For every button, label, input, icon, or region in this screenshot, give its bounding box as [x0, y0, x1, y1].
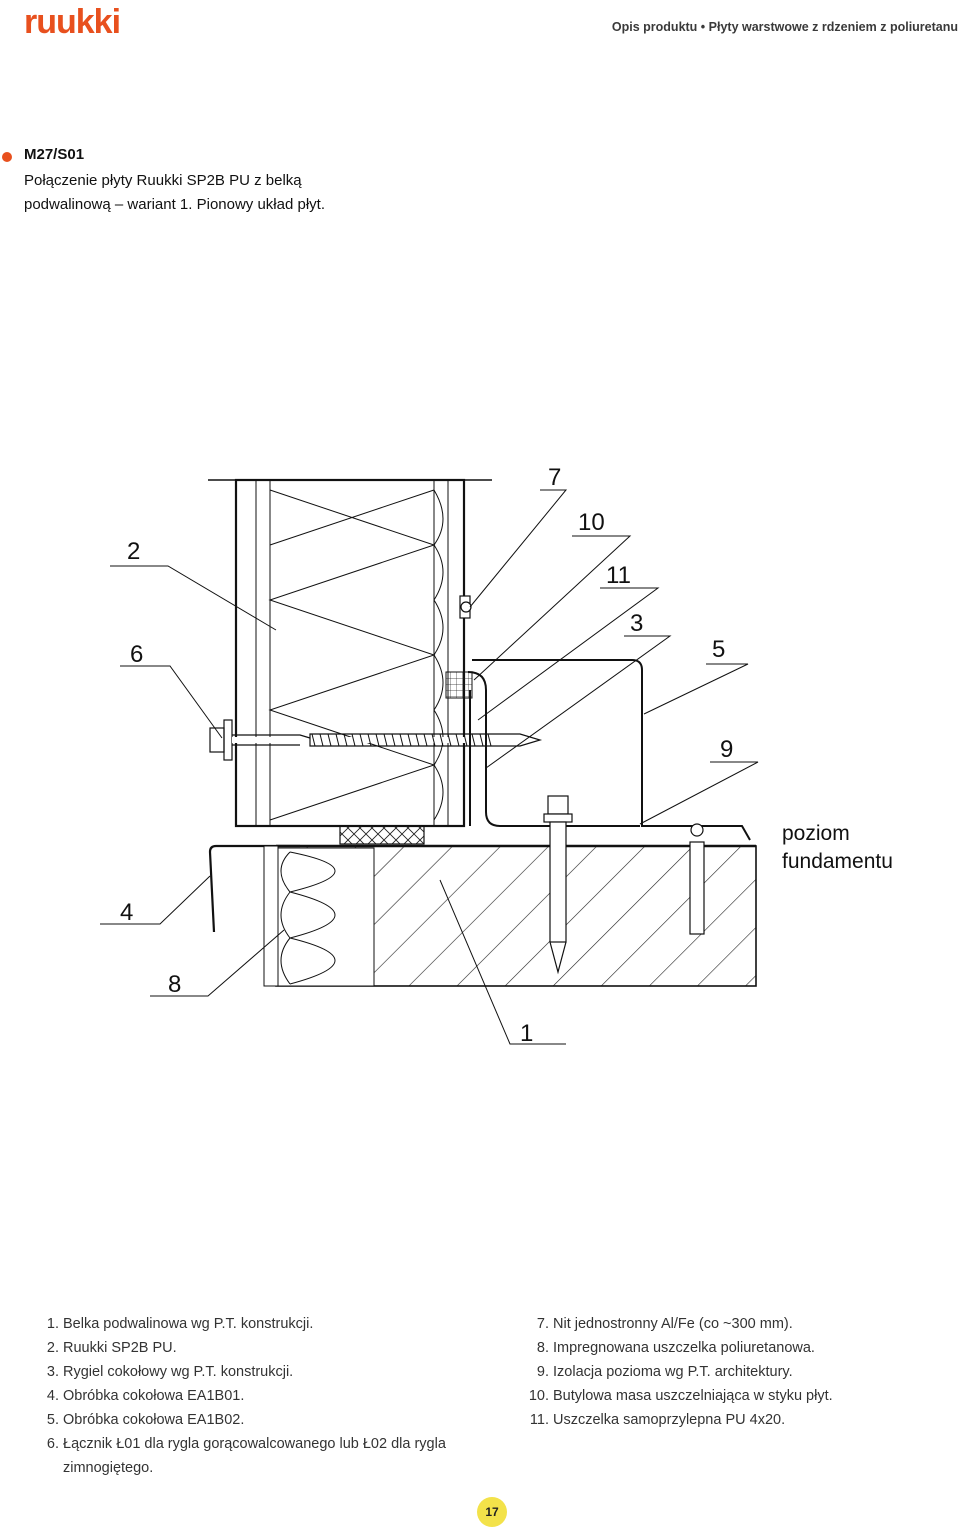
callout-1: 1	[520, 1020, 533, 1047]
butyl-sealant	[445, 671, 473, 699]
plug-anchor	[689, 823, 705, 935]
rivet	[459, 595, 472, 619]
base-rail	[467, 671, 640, 827]
level-label-line-1: poziom	[782, 822, 850, 845]
callout-9: 9	[720, 736, 733, 763]
callout-10: 10	[578, 509, 605, 536]
svg-text:ruukki: ruukki	[24, 6, 120, 38]
legend-item: 8.Impregnowana uszczelka poliuretanowa.	[536, 1340, 815, 1356]
callout-4: 4	[120, 899, 133, 926]
callout-3: 3	[630, 610, 643, 637]
legend-item: 3.Rygiel cokołowy wg P.T. konstrukcji.	[46, 1364, 294, 1380]
leader-lines	[100, 489, 759, 1045]
legend-item: 7.Nit jednostronny Al/Fe (co ~300 mm).	[536, 1316, 793, 1332]
legend-item: 11.Uszczelka samoprzylepna PU 4x20.	[529, 1412, 786, 1428]
ruukki-logo: ruukki	[24, 6, 121, 38]
anchor-bolt	[543, 795, 573, 975]
caption-line: Połączenie płyty Ruukki SP2B PU z belką	[24, 172, 302, 189]
legend-item: 9.Izolacja pozioma wg P.T. architektury.	[536, 1364, 793, 1380]
callout-6: 6	[130, 641, 143, 668]
sandwich-panel	[208, 478, 492, 828]
detail-code: M27/S01	[24, 146, 85, 163]
technical-drawing: 2 6 7 10 11 3 5 9 4 8 1 poziom fundament…	[100, 464, 893, 1047]
flashing-ea1b02	[472, 659, 751, 841]
legend-item: 6.Łącznik Ł01 dla rygla gorącowalcowaneg…	[46, 1436, 446, 1476]
flashing-ea1b01	[208, 844, 300, 933]
legend-item: 10.Butylowa masa uszczelniająca w styku …	[528, 1388, 833, 1404]
horizontal-insulation	[277, 847, 375, 987]
caption-line: podwalinową – wariant 1. Pionowy układ p…	[24, 196, 326, 213]
legend-right: 7.Nit jednostronny Al/Fe (co ~300 mm). 8…	[526, 1312, 946, 1432]
pu-gasket	[339, 825, 425, 845]
legend-item: 1.Belka podwalinowa wg P.T. konstrukcji.	[46, 1316, 314, 1332]
detail-caption: Połączenie płyty Ruukki SP2B PU z belką …	[24, 169, 325, 217]
callout-2: 2	[127, 538, 140, 565]
callout-8: 8	[168, 971, 181, 998]
screw-fastener	[209, 719, 543, 761]
bullet-icon	[2, 152, 12, 162]
level-label-line-2: fundamentu	[782, 850, 893, 873]
callout-11: 11	[606, 562, 631, 589]
legend-item: 2.Ruukki SP2B PU.	[46, 1340, 177, 1356]
page-number: 17	[477, 1497, 507, 1527]
header-title: Opis produktu • Płyty warstwowe z rdzeni…	[611, 20, 958, 34]
legend-left: 1.Belka podwalinowa wg P.T. konstrukcji.…	[36, 1312, 476, 1480]
legend-item: 5.Obróbka cokołowa EA1B02.	[46, 1412, 245, 1428]
callout-7: 7	[548, 464, 561, 491]
callout-5: 5	[712, 636, 725, 663]
legend-item: 4.Obróbka cokołowa EA1B01.	[46, 1388, 245, 1404]
